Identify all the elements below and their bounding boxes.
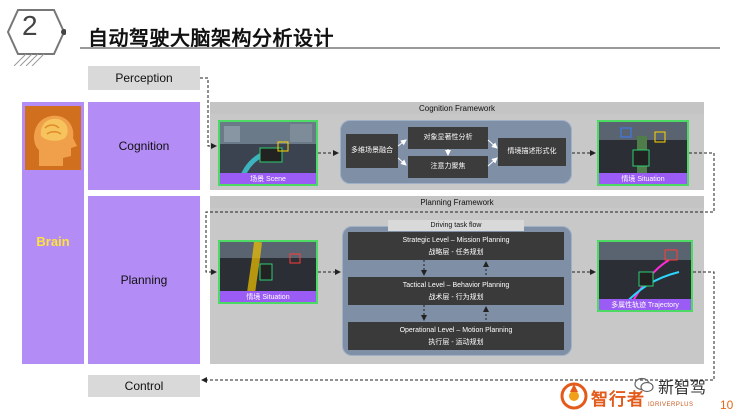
cognition-situation-caption: 情境 Situation <box>599 173 687 184</box>
brain-head-image <box>25 106 81 170</box>
trajectory-caption: 多属性轨迹 Trajectory <box>599 299 691 310</box>
logo-chinese-name: 智行者 <box>591 390 645 409</box>
idriverplus-logo-icon <box>560 382 588 410</box>
tactical-level-box: Tactical Level – Behavior Planning 战术层 -… <box>348 277 564 305</box>
attention-focus-box: 注意力聚焦 <box>408 156 488 178</box>
tactical-level-en: Tactical Level – Behavior Planning <box>402 282 510 289</box>
operational-level-en: Operational Level – Motion Planning <box>399 327 513 334</box>
decorative-stripes <box>13 53 45 66</box>
attention-to-formalize-arrow <box>487 157 498 167</box>
page-number: 10 <box>720 398 734 412</box>
cognition-label: Cognition <box>118 139 170 153</box>
section-number: 2 <box>22 10 38 41</box>
perception-label: Perception <box>115 71 173 85</box>
cognition-to-planning-loop-arrow <box>205 152 715 275</box>
planning-situation-caption: 情境 Situation <box>220 291 316 302</box>
fusion-to-salience-arrow <box>397 139 407 147</box>
wechat-icon <box>634 377 654 393</box>
logo-english-name: IDRIVERPLUS <box>648 402 694 408</box>
driving-task-flow-title: Driving task flow <box>388 220 524 231</box>
strategic-level-zh: 战略层 - 任务规划 <box>428 249 484 256</box>
title-underline <box>80 47 720 49</box>
brain-head-icon <box>25 106 81 170</box>
planning-box: Planning <box>88 196 200 364</box>
fusion-to-attention-arrow <box>397 157 407 166</box>
cognition-framework-title: Cognition Framework <box>210 102 704 114</box>
planning-label: Planning <box>120 273 168 287</box>
trajectory-image: 多属性轨迹 Trajectory <box>597 240 693 312</box>
brain-label: Brain <box>36 234 70 249</box>
scene-image: 场景 Scene <box>218 120 318 186</box>
strategic-level-en: Strategic Level – Mission Planning <box>402 237 510 244</box>
cognition-box: Cognition <box>88 102 200 190</box>
object-salience-box: 对象显著性分析 <box>408 127 488 149</box>
section-number-badge <box>6 9 66 55</box>
perception-box: Perception <box>88 66 200 90</box>
perception-to-scene-arrow <box>200 77 217 149</box>
cognition-situation-image: 情境 Situation <box>597 120 689 186</box>
control-box: Control <box>88 375 200 397</box>
operational-level-zh: 执行层 - 运动规划 <box>428 339 484 346</box>
control-label: Control <box>124 379 164 393</box>
planning-situation-image: 情境 Situation <box>218 240 318 304</box>
salience-to-formalize-arrow <box>487 139 498 149</box>
tactical-level-zh: 战术层 - 行为规划 <box>428 294 484 301</box>
watermark-text: 新智驾 <box>658 380 707 397</box>
situation-formalize-box: 情境描述形式化 <box>498 138 566 166</box>
planning-framework-title: Planning Framework <box>210 196 704 208</box>
multi-scene-fusion-box: 多维场景融合 <box>346 134 398 168</box>
trajectory-photo-icon <box>599 242 691 310</box>
scene-caption: 场景 Scene <box>220 173 316 184</box>
strategic-level-box: Strategic Level – Mission Planning 战略层 -… <box>348 232 564 260</box>
operational-level-box: Operational Level – Motion Planning 执行层 … <box>348 322 564 350</box>
page-title: 自动驾驶大脑架构分析设计 <box>88 28 334 50</box>
trajectory-to-control-arrow <box>201 271 715 383</box>
